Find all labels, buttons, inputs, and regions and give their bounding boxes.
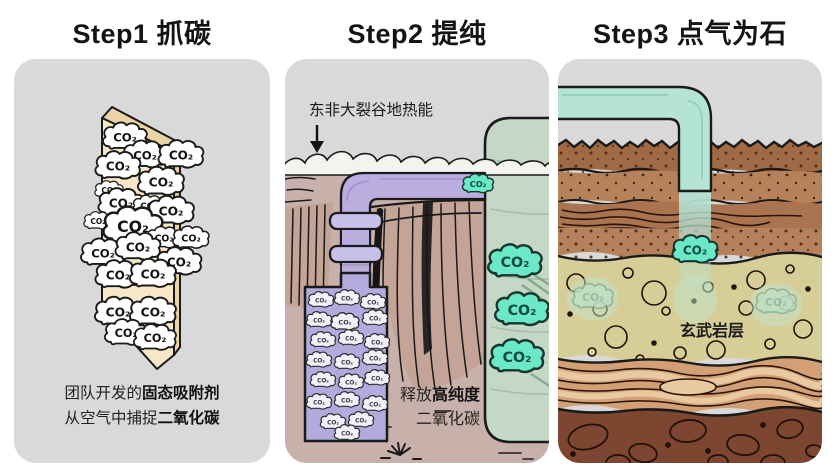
co2-label: CO₂ (508, 303, 537, 319)
co2-label: CO₂ (369, 356, 381, 362)
co2-label: CO₂ (369, 402, 381, 408)
co2-label: CO₂ (501, 255, 530, 271)
release-line1: 释放高纯度 (400, 384, 480, 408)
co2-label: CO₂ (106, 159, 130, 173)
sorbent-container: CO₂ CO₂ CO₂ CO₂ CO₂ CO₂ CO₂ CO₂ CO₂ CO₂ … (303, 271, 391, 443)
co2-label: CO₂ (91, 246, 115, 260)
co2-label: CO₂ (313, 318, 325, 324)
co2-label: CO₂ (181, 234, 200, 245)
caption-line1-normal: 团队开发的 (64, 385, 142, 402)
co2-label: CO₂ (341, 398, 353, 404)
co2-label: CO₂ (503, 350, 532, 366)
caption-line1-bold: 固态吸附剂 (142, 385, 220, 402)
co2-label: CO₂ (317, 378, 329, 384)
capture-illustration: CO₂ CO₂ CO₂ CO₂ CO₂ CO₂ CO₂ CO₂ CO₂ CO₂ … (80, 106, 210, 370)
co2-label: CO₂ (315, 298, 327, 304)
co2-label: CO₂ (90, 217, 105, 226)
co2-label: CO₂ (582, 291, 604, 304)
bottom-rocks (567, 418, 822, 463)
panel-store: CO₂ CO₂ CO₂ 玄武岩层 (558, 59, 822, 463)
step3-title: Step3 点气为石 (592, 19, 788, 49)
co2-label: CO₂ (141, 306, 166, 320)
caption-line2-bold: 二氧化碳 (157, 410, 220, 427)
store-illustration: CO₂ CO₂ CO₂ (558, 85, 822, 463)
co2-label: CO₂ (101, 186, 116, 195)
co2-label: CO₂ (683, 243, 707, 257)
panel-capture: CO₂ CO₂ CO₂ CO₂ CO₂ CO₂ CO₂ CO₂ CO₂ CO₂ … (14, 59, 270, 463)
geothermal-pipe (328, 171, 487, 289)
co2-label: CO₂ (106, 306, 131, 320)
capture-caption: 团队开发的固态吸附剂 从空气中捕捉二氧化碳 (14, 381, 270, 431)
co2-cloud: CO₂ (671, 234, 719, 264)
step2-title: Step2 提纯 (347, 19, 487, 49)
co2-label: CO₂ (126, 240, 150, 254)
step1-title: Step1 抓碳 (72, 19, 212, 49)
co2-label: CO₂ (470, 179, 487, 189)
co2-label: CO₂ (765, 296, 787, 309)
co2-label: CO₂ (155, 233, 174, 244)
co2-label: CO₂ (367, 300, 379, 306)
co2-label: CO₂ (313, 358, 325, 364)
co2-label: CO₂ (345, 380, 357, 386)
co2-label: CO₂ (369, 316, 381, 322)
co2-label: CO₂ (371, 376, 383, 382)
down-arrow-icon (310, 125, 324, 153)
co2-label: CO₂ (341, 296, 353, 302)
pipe-collar (328, 211, 384, 231)
co2-label: CO₂ (317, 338, 329, 344)
co2-label: CO₂ (341, 431, 353, 437)
co2-label: CO₂ (355, 418, 367, 424)
grass-sprout (380, 442, 422, 460)
caption-line2-normal: 从空气中捕捉 (64, 410, 158, 427)
co2-label: CO₂ (141, 268, 166, 282)
release-line1-bold: 高纯度 (431, 387, 480, 404)
co2-label: CO₂ (113, 130, 137, 144)
caption-line2: 从空气中捕捉二氧化碳 (14, 406, 270, 431)
geothermal-label: 东非大裂谷地热能 (309, 102, 434, 119)
co2-label: CO₂ (345, 336, 357, 342)
co2-label: CO₂ (341, 360, 353, 366)
co2-label: CO₂ (115, 327, 138, 340)
co2-label: CO₂ (149, 176, 174, 190)
co2-label: CO₂ (144, 332, 167, 345)
caption-line1: 团队开发的固态吸附剂 (14, 381, 270, 406)
release-label: 释放高纯度 二氧化碳 (400, 384, 480, 432)
co2-label: CO₂ (338, 319, 351, 327)
pipe-segment (340, 228, 371, 248)
co2-cloud: CO₂ (461, 173, 495, 194)
panel-purify: CO₂ CO₂ CO₂ CO₂ CO₂ CO₂ CO₂ CO₂ CO₂ CO₂ … (285, 59, 549, 463)
tower-co2-clouds: CO₂ CO₂ CO₂ (487, 243, 549, 388)
co2-cloud-cluster: CO₂ CO₂ CO₂ CO₂ CO₂ CO₂ CO₂ CO₂ CO₂ CO₂ … (305, 289, 391, 441)
co2-label: CO₂ (159, 205, 184, 219)
release-line1-normal: 释放 (399, 387, 432, 404)
co2-label: CO₂ (169, 148, 193, 162)
release-line2: 二氧化碳 (415, 411, 480, 428)
horizon-clouds (285, 150, 549, 176)
pipe-collar (328, 244, 384, 264)
co2-clouds: CO₂ CO₂ CO₂ CO₂ CO₂ CO₂ CO₂ CO₂ CO₂ CO₂ … (80, 121, 210, 351)
co2-label: CO₂ (117, 217, 149, 236)
purify-illustration: CO₂ CO₂ CO₂ CO₂ CO₂ CO₂ CO₂ CO₂ CO₂ CO₂ … (285, 116, 549, 463)
co2-label: CO₂ (327, 420, 339, 426)
co2-label: CO₂ (371, 340, 383, 346)
basalt-layer-label: 玄武岩层 (679, 323, 745, 340)
co2-label: CO₂ (106, 268, 130, 282)
co2-label: CO₂ (313, 400, 325, 406)
